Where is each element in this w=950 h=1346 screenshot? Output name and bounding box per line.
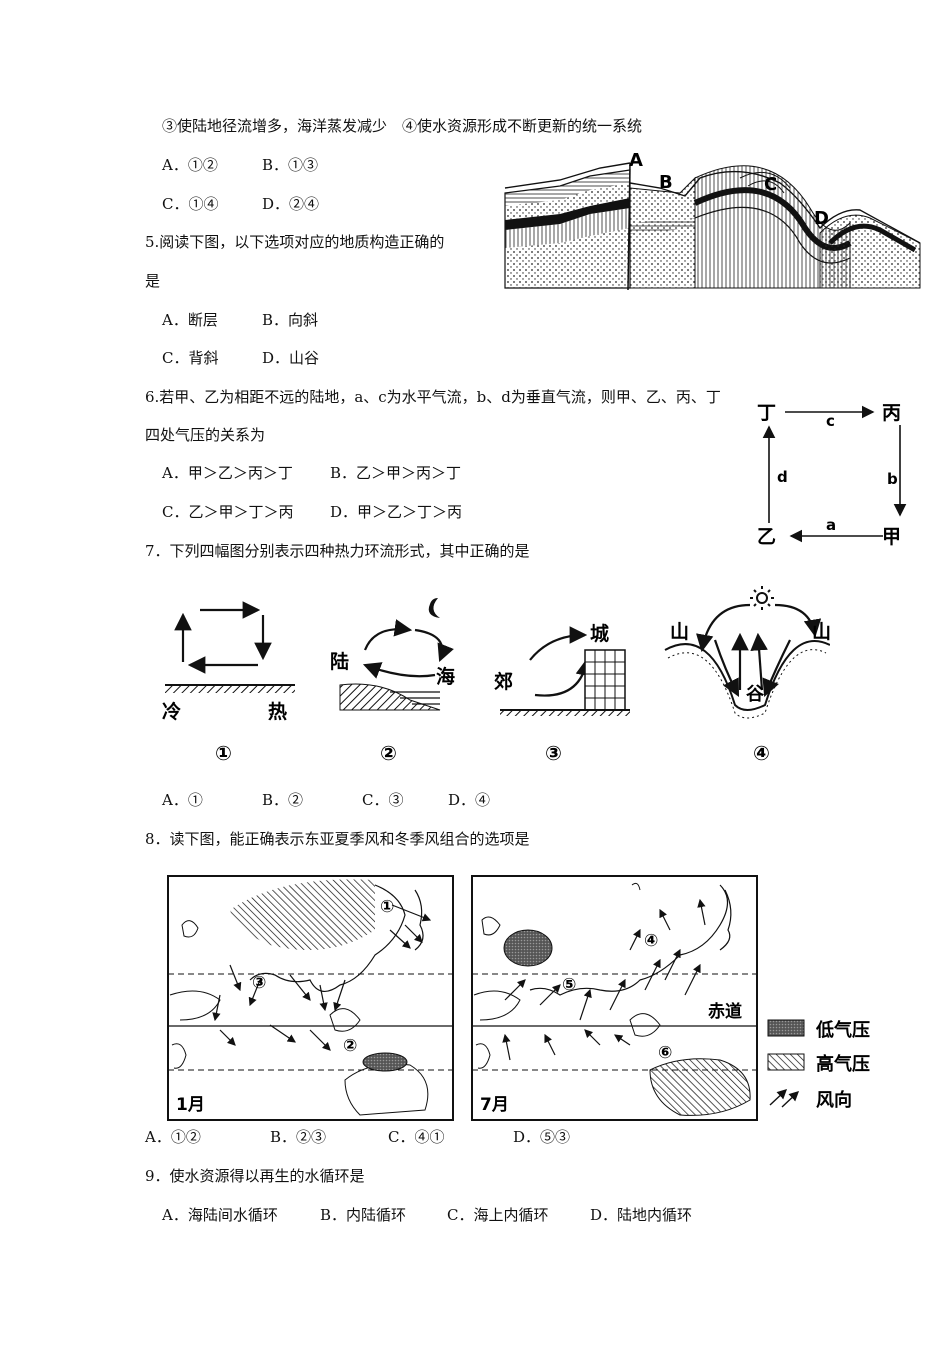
fig3-jiao: 郊: [494, 670, 513, 693]
q9-option-d[interactable]: D．陆地内循环: [590, 1206, 693, 1224]
q5-option-d[interactable]: D．山谷: [262, 349, 320, 367]
fig-yi: 乙: [757, 526, 776, 548]
fig1-number: ①: [215, 741, 232, 765]
fig4-shan-left: 山: [670, 621, 689, 643]
map1-month: 1月: [176, 1095, 205, 1115]
fig-c: c: [826, 412, 835, 430]
geologic-structure-figure: A B C D: [500, 148, 925, 293]
fig-bing: 丙: [882, 402, 901, 424]
q6-option-c[interactable]: C．乙＞甲＞丁＞丙: [162, 503, 294, 521]
map2-marker-5: ⑤: [562, 975, 576, 995]
wind-arrow-icon: [769, 1089, 800, 1108]
fig4-number: ④: [753, 741, 770, 765]
q5-stem-end: 是: [145, 272, 161, 290]
fig3-cheng: 城: [590, 622, 609, 645]
q8-option-b[interactable]: B．②③: [270, 1128, 327, 1146]
fig1-leng: 冷: [162, 700, 181, 723]
q9-stem: 9．使水资源得以再生的水循环是: [145, 1167, 365, 1185]
air-pressure-circulation-figure: 丁 丙 乙 甲 c b a d: [755, 395, 915, 555]
q8-option-a[interactable]: A．①②: [145, 1128, 201, 1146]
fig4-shan-right: 山: [812, 621, 830, 643]
fig-label-c: C: [764, 174, 777, 195]
q4-statement-3-4: ③使陆地径流增多，海洋蒸发减少 ④使水资源形成不断更新的统一系统: [162, 117, 643, 135]
q5-option-b[interactable]: B．向斜: [262, 311, 319, 329]
q6-option-d[interactable]: D．甲＞乙＞丁＞丙: [330, 503, 463, 521]
map1-marker-2: ②: [343, 1036, 357, 1056]
q4-option-b[interactable]: B．①③: [262, 156, 319, 174]
map2-equator-label: 赤道: [708, 1001, 742, 1022]
thermal-circulation-figures: 冷 热 ① 陆 海 ② 城 郊 ③ 山: [150, 580, 830, 775]
q9-option-b[interactable]: B．内陆循环: [320, 1206, 407, 1224]
q9-option-a[interactable]: A．海陆间水循环: [162, 1206, 278, 1224]
q8-stem: 8．读下图，能正确表示东亚夏季风和冬季风组合的选项是: [145, 830, 530, 848]
fig4-gu: 谷: [746, 684, 765, 705]
fig-d: d: [777, 468, 788, 486]
legend-low-swatch: [767, 1019, 805, 1037]
legend-high-label: 高气压: [816, 1053, 870, 1075]
map2-marker-4: ④: [644, 931, 658, 951]
fig-a: a: [826, 516, 836, 534]
fig1-re: 热: [268, 700, 287, 723]
q7-option-b[interactable]: B．②: [262, 791, 304, 809]
q5-stem: 5.阅读下图，以下选项对应的地质构造正确的: [145, 233, 445, 251]
q4-option-d[interactable]: D．②④: [262, 195, 320, 213]
map1-marker-3: ③: [252, 973, 266, 993]
fig-label-a: A: [629, 150, 643, 171]
q7-stem: 7．下列四幅图分别表示四种热力环流形式，其中正确的是: [145, 542, 530, 560]
q7-option-c[interactable]: C．③: [362, 791, 404, 809]
fig2-hai: 海: [436, 665, 455, 688]
q6-stem: 6.若甲、乙为相距不远的陆地，a、c为水平气流，b、d为垂直气流，则甲、乙、丙、…: [145, 388, 721, 406]
legend-high-swatch: [767, 1053, 805, 1071]
fig-jia: 甲: [882, 526, 901, 548]
q7-option-d[interactable]: D．④: [448, 791, 491, 809]
monsoon-maps-figure: ① ③ ② 1月 ④ ⑤ ⑥ 赤道 7月: [160, 870, 900, 1125]
q6-stem-end: 四处气压的关系为: [145, 426, 266, 444]
map1-marker-1: ①: [380, 897, 394, 917]
q8-option-d[interactable]: D．⑤③: [513, 1128, 571, 1146]
map2-month: 7月: [480, 1095, 509, 1115]
q9-option-c[interactable]: C．海上内循环: [447, 1206, 549, 1224]
sun-icon: [750, 586, 774, 610]
fig-label-b: B: [659, 172, 673, 193]
legend-low-label: 低气压: [815, 1019, 870, 1041]
fig2-number: ②: [380, 741, 397, 765]
q4-option-c[interactable]: C．①④: [162, 195, 219, 213]
fig-ding: 丁: [757, 402, 776, 424]
q6-option-a[interactable]: A．甲＞乙＞丙＞丁: [162, 464, 293, 482]
q8-option-c[interactable]: C．④①: [388, 1128, 445, 1146]
q4-option-a[interactable]: A．①②: [162, 156, 218, 174]
fig-label-d: D: [814, 208, 829, 229]
q6-option-b[interactable]: B．乙＞甲＞丙＞丁: [330, 464, 462, 482]
fig3-number: ③: [545, 741, 562, 765]
legend-wind-label: 风向: [816, 1089, 852, 1111]
moon-icon: [428, 598, 440, 618]
q5-option-a[interactable]: A．断层: [162, 311, 218, 329]
fig-b: b: [887, 470, 898, 488]
q5-option-c[interactable]: C．背斜: [162, 349, 219, 367]
q7-option-a[interactable]: A．①: [162, 791, 203, 809]
fig2-lu: 陆: [330, 650, 349, 673]
map2-marker-6: ⑥: [658, 1043, 672, 1063]
